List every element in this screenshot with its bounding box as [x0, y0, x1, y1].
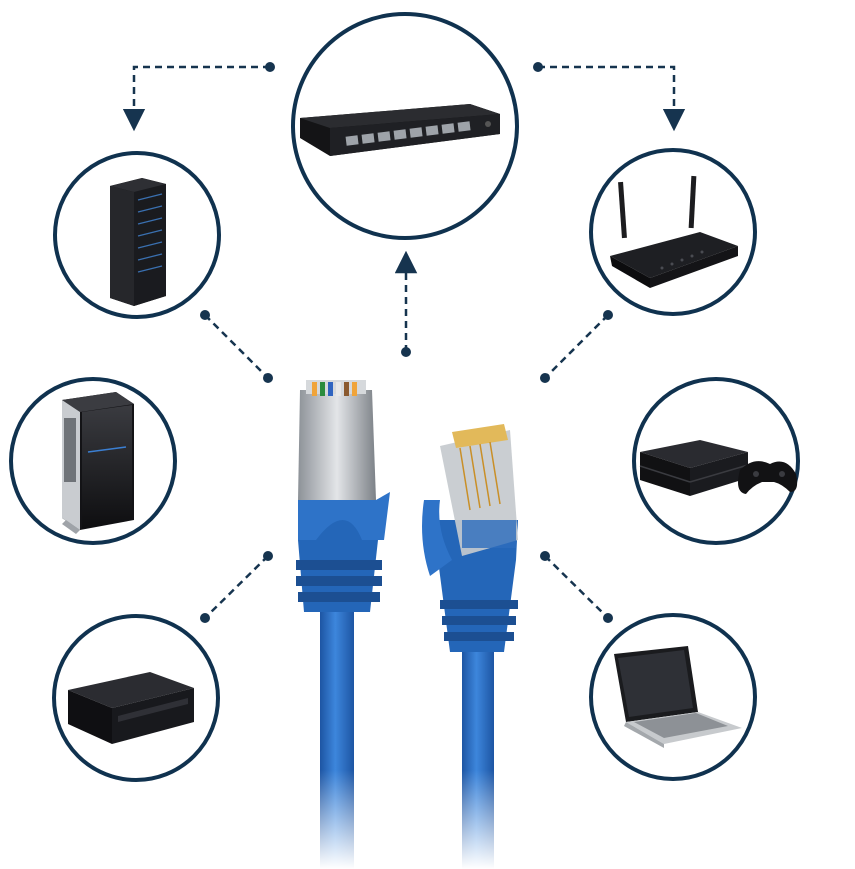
- connectors: [122, 62, 686, 623]
- connector-dot: [603, 613, 613, 623]
- connector-server-to-cable: [204, 314, 269, 379]
- connector-dot: [533, 62, 543, 72]
- printer-icon: [68, 672, 194, 744]
- connector-dot: [200, 310, 210, 320]
- connector-hub-to-router: [538, 65, 686, 132]
- printer-node: [52, 614, 220, 782]
- laptop-node: [589, 613, 757, 781]
- game-console-icon: [639, 440, 798, 496]
- connector-dot: [263, 551, 273, 561]
- connector-printer-to-cable: [204, 555, 269, 619]
- console-node: [632, 377, 800, 545]
- hub-switch-node: [291, 12, 519, 240]
- desktop-node: [9, 377, 177, 545]
- connector-dot: [540, 551, 550, 561]
- connector-laptop-to-cable: [544, 555, 609, 619]
- device-ring: [589, 148, 757, 316]
- connector-dot: [540, 373, 550, 383]
- connector-dot: [263, 373, 273, 383]
- desktop-tower-icon: [62, 392, 134, 534]
- connector-dot: [265, 62, 275, 72]
- router-node: [589, 148, 757, 316]
- connector-dot: [603, 310, 613, 320]
- wifi-router-icon: [610, 175, 738, 288]
- laptop-icon: [614, 646, 742, 748]
- network-switch-icon: [300, 104, 500, 156]
- connector-hub-to-server: [122, 65, 270, 132]
- server-rack-icon: [110, 178, 166, 306]
- connector-router-to-cable: [544, 314, 609, 379]
- ethernet-cable-icon: [290, 380, 530, 869]
- right-connector: [422, 424, 518, 869]
- connector-dot: [401, 347, 411, 357]
- connector-dot: [200, 613, 210, 623]
- server-node: [53, 151, 221, 319]
